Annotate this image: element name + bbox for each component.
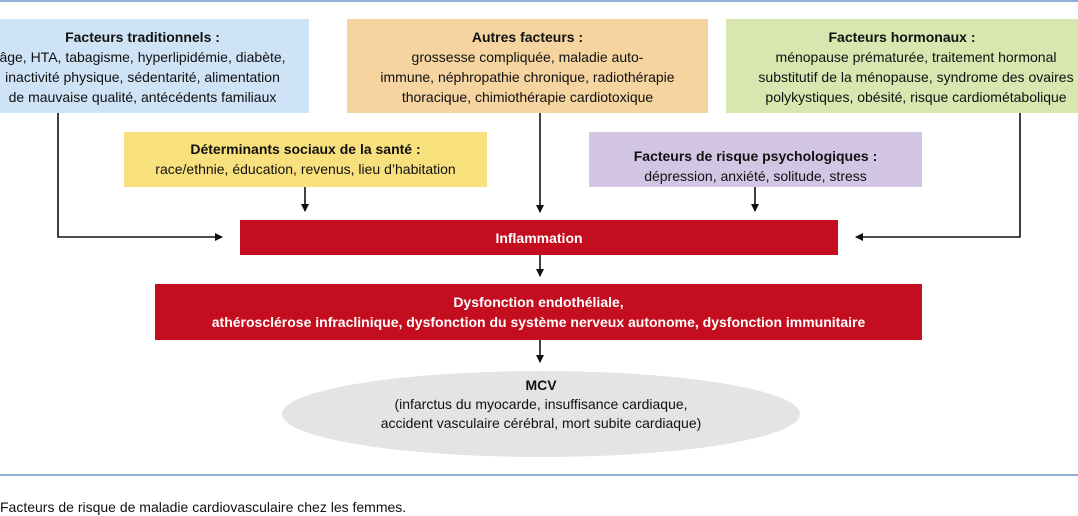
arrow-hormonal-to-inflammation: [855, 113, 1021, 241]
social-determinants-title: Déterminants sociaux de la santé :: [190, 141, 421, 157]
traditional-factors-title: Facteurs traditionnels :: [65, 29, 220, 45]
top-rule: [0, 0, 1078, 2]
social-determinants-box: Déterminants sociaux de la santé : race/…: [124, 132, 487, 187]
traditional-factors-box: Facteurs traditionnels : âge, HTA, tabag…: [0, 19, 309, 113]
hormonal-factors-box: Facteurs hormonaux : ménopause prématuré…: [726, 19, 1078, 113]
inflammation-box: Inflammation: [240, 220, 838, 255]
bottom-rule: [0, 474, 1078, 476]
hormonal-factors-text: ménopause prématurée, traitement hormona…: [758, 49, 1074, 105]
hormonal-factors-title: Facteurs hormonaux :: [828, 29, 976, 45]
psychological-factors-box: Facteurs de risque psychologiques : dépr…: [589, 132, 922, 187]
traditional-factors-text: âge, HTA, tabagisme, hyperlipidémie, dia…: [0, 49, 286, 105]
cvd-outcome-body: (infarctus du myocarde, insuffisance car…: [380, 396, 702, 431]
cvd-outcome-ellipse: [282, 371, 800, 457]
other-factors-title: Autres facteurs :: [471, 29, 584, 45]
cvd-outcome-text: MCV (infarctus du myocarde, insuffisance…: [282, 376, 800, 433]
dysfunction-line-1: Dysfonction endothéliale,: [453, 294, 624, 310]
dysfunction-line-2: athérosclérose infraclinique, dysfonctio…: [211, 314, 866, 330]
psychological-factors-title: Facteurs de risque psychologiques :: [633, 148, 878, 164]
arrow-traditional-to-inflammation: [57, 113, 223, 241]
social-determinants-text: race/ethnie, éducation, revenus, lieu d’…: [155, 161, 456, 177]
dysfunction-box: Dysfonction endothéliale, athérosclérose…: [155, 284, 922, 340]
figure-caption: Facteurs de risque de maladie cardiovasc…: [0, 499, 407, 515]
inflammation-label: Inflammation: [495, 230, 583, 246]
other-factors-text: grossesse compliquée, maladie auto- immu…: [380, 49, 675, 105]
other-factors-box: Autres facteurs : grossesse compliquée, …: [347, 19, 708, 113]
cvd-outcome-title: MCV: [525, 377, 557, 393]
psychological-factors-text: dépression, anxiété, solitude, stress: [644, 168, 867, 184]
